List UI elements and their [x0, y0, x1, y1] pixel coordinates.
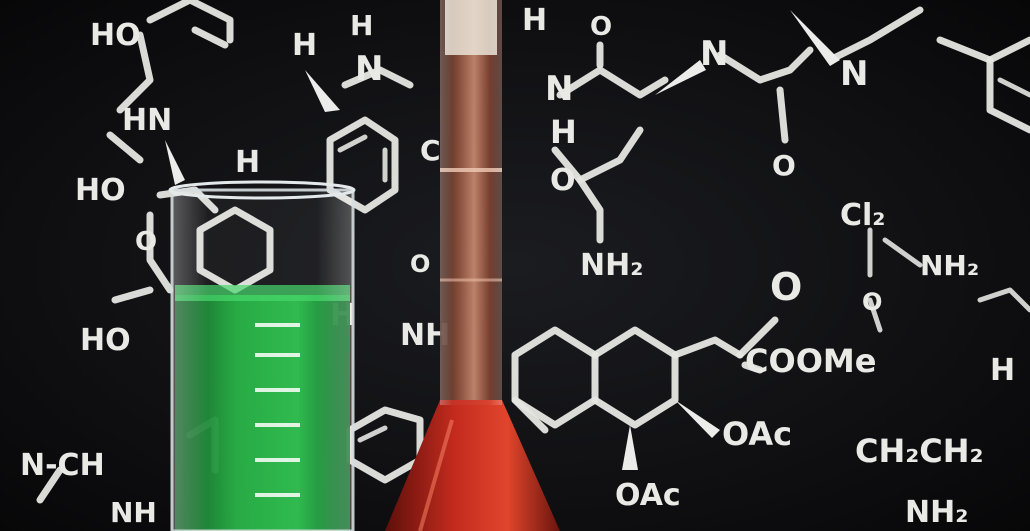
label-nch: N-CH [20, 448, 105, 483]
label-o-left: O [135, 227, 157, 257]
label-ho-low: HO [80, 323, 131, 358]
flask-red-liquid [385, 0, 560, 531]
label-cl2: Cl₂ [840, 198, 885, 233]
label-h-n: H [350, 9, 373, 42]
label-hn: HN [122, 103, 172, 138]
beaker-green-liquid [168, 180, 356, 531]
chalk-labels: HO H H N H O N H N N O O HN H C HO O NH₂… [20, 3, 1015, 530]
label-h-mid: H [550, 113, 577, 151]
label-ho-top: HO [90, 18, 141, 53]
label-o-right: O [862, 288, 882, 316]
label-ch2ch2: CH₂CH₂ [855, 432, 984, 470]
beaker-graduation-marks [255, 323, 300, 497]
label-nh-corner: NH [110, 496, 157, 529]
label-o-ring2: O [550, 163, 576, 198]
label-h-far: H [990, 353, 1015, 388]
label-n-mid: N [545, 69, 573, 109]
label-n-right: N [700, 34, 728, 74]
label-oac-2: OAc [615, 478, 681, 513]
label-n-top: N [355, 49, 383, 89]
label-c-center: C [420, 134, 441, 167]
label-coome: COOMe [745, 342, 876, 380]
label-nh2-center: NH₂ [580, 248, 643, 283]
label-h-top-right: H [522, 3, 547, 38]
label-n-far: N [840, 54, 868, 94]
label-h-center: H [235, 145, 260, 180]
label-nh2-bottom: NH₂ [905, 495, 968, 530]
label-o-ring: O [772, 149, 796, 182]
label-o-keto: O [770, 265, 802, 309]
label-nh2-right: NH₂ [920, 249, 979, 282]
label-o-small: O [410, 250, 430, 278]
label-ho-left: HO [75, 173, 126, 208]
label-oac-1: OAc [722, 415, 792, 453]
label-h-left: H [292, 28, 317, 63]
label-o-top: O [590, 12, 612, 42]
